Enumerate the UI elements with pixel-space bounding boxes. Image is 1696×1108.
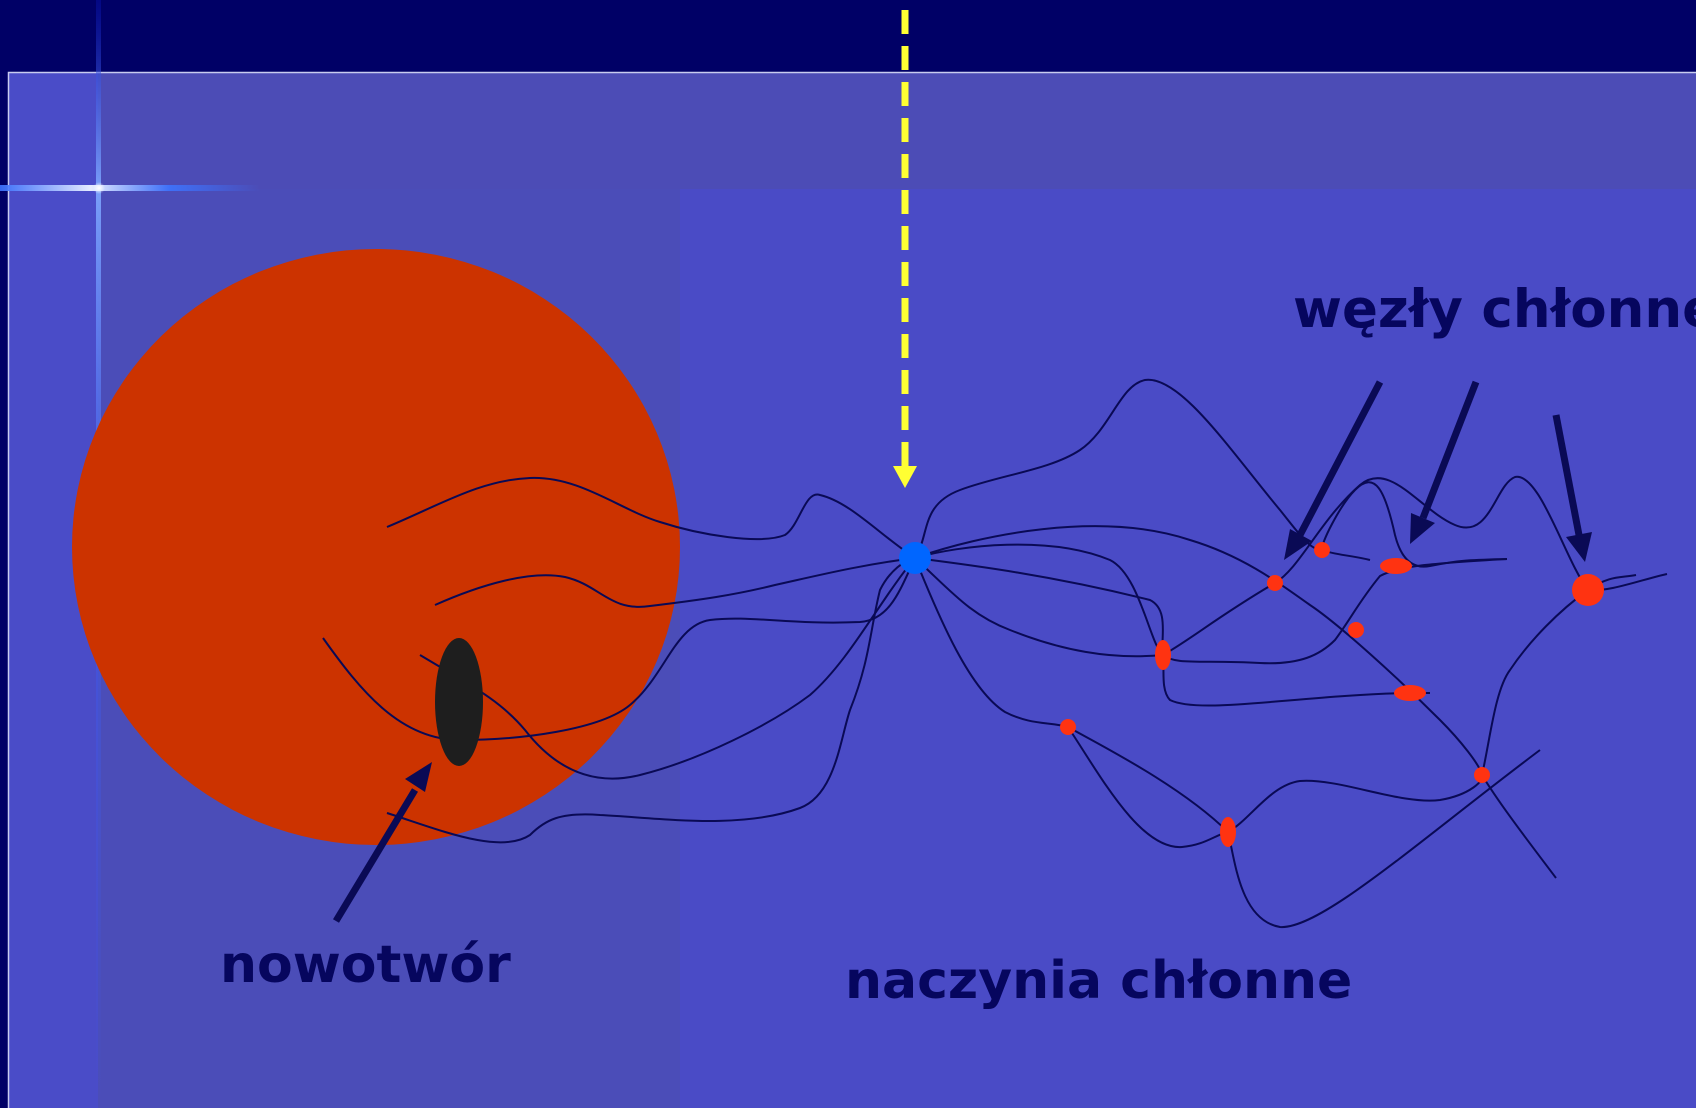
tumor-label: nowotwór [220, 939, 511, 991]
lymph-node [1155, 640, 1171, 670]
lymph-node [1394, 685, 1426, 701]
lymph-node [1220, 817, 1236, 847]
lymph-nodes-label: węzły chłonne [1293, 283, 1696, 336]
lymph-node [1380, 558, 1412, 574]
tumor-shape [435, 638, 483, 766]
top-panel [8, 72, 1696, 189]
sentinel-node [899, 542, 931, 574]
lymph-node [1060, 719, 1076, 735]
organ-circle [72, 249, 680, 845]
decor-sparkle [93, 182, 105, 194]
header-band [0, 0, 1696, 73]
lymph-node [1267, 575, 1283, 591]
decor-horizontal-line [0, 185, 260, 191]
lymph-vessels-label: naczynia chłonne [845, 955, 1352, 1007]
lymph-node [1572, 574, 1604, 606]
lymph-node [1348, 622, 1364, 638]
lymph-node [1314, 542, 1330, 558]
lymph-node [1474, 767, 1490, 783]
